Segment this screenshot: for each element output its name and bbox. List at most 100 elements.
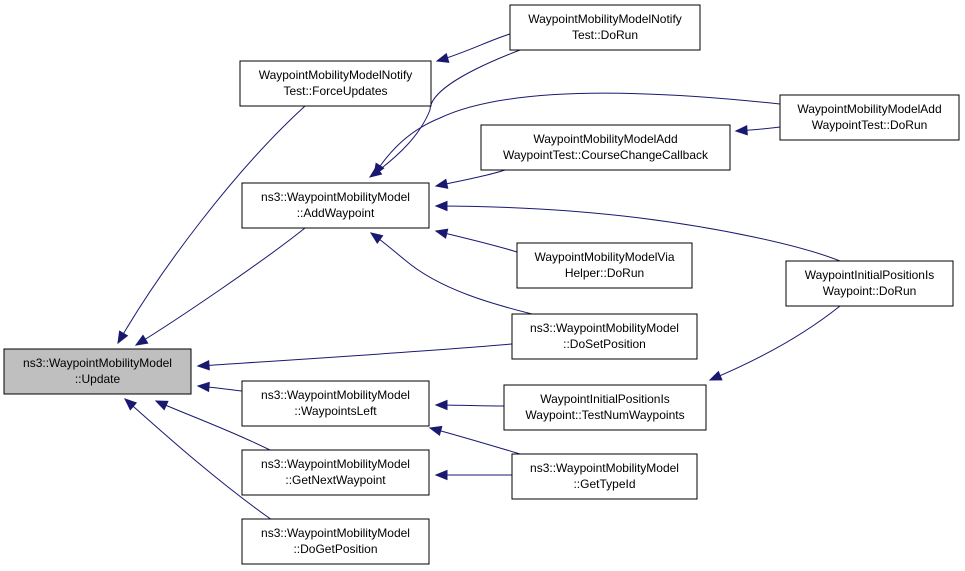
edge-arrowhead	[434, 399, 448, 411]
edge-line	[435, 230, 518, 253]
edges-layer	[117, 33, 841, 521]
edge-arrowhead	[708, 370, 723, 381]
node-gettypeid[interactable]: ns3::WaypointMobilityModel::GetTypeId	[511, 453, 698, 500]
edge-arrowhead	[428, 425, 443, 437]
node-testnumwaypoints[interactable]: WaypointInitialPositionIsWaypoint::TestN…	[503, 384, 707, 431]
node-label-line-1: WaypointInitialPositionIs	[805, 268, 935, 282]
node-label-line-2: WaypointTest::CourseChangeCallback	[503, 148, 709, 162]
edge-line	[197, 343, 513, 367]
node-box	[516, 242, 693, 289]
edge-adddorun-to-coursechange	[734, 125, 781, 136]
node-label-line-2: ::DoGetPosition	[293, 542, 377, 556]
node-label-line-2: ::DoSetPosition	[563, 337, 646, 351]
node-coursechangecallback[interactable]: WaypointMobilityModelAddWaypointTest::Co…	[480, 124, 731, 171]
edge-viahelper-to-addwaypoint	[434, 228, 518, 253]
edge-line	[369, 49, 521, 178]
edge-arrowhead	[435, 52, 450, 63]
edge-coursechange-to-addwaypoint	[434, 169, 506, 189]
edge-line	[117, 105, 306, 344]
node-waypointsleft[interactable]: ns3::WaypointMobilityModel::WaypointsLef…	[241, 380, 430, 427]
node-label-line-1: WaypointMobilityModelAdd	[797, 102, 941, 116]
node-box	[3, 348, 192, 395]
edge-gettypeid-to-waypointsleft	[428, 425, 521, 455]
edge-arrowhead	[373, 162, 385, 177]
edge-arrowhead	[734, 125, 748, 136]
edge-initdorun-to-testnumwaypoints	[708, 305, 841, 381]
edge-line	[373, 92, 781, 176]
node-label-line-2: Test::DoRun	[572, 28, 638, 42]
node-box	[779, 94, 960, 141]
node-box	[241, 380, 430, 427]
edge-arrowhead	[434, 200, 448, 212]
node-label-line-2: ::WaypointsLeft	[294, 404, 377, 418]
nodes-layer: ns3::WaypointMobilityModel::UpdateWaypoi…	[3, 4, 960, 565]
edge-line	[709, 305, 841, 381]
edge-line	[436, 33, 511, 62]
node-box	[511, 453, 698, 500]
node-addwaypointtest-dorun[interactable]: WaypointMobilityModelAddWaypointTest::Do…	[779, 94, 960, 141]
node-label-line-1: WaypointMobilityModelAdd	[533, 132, 677, 146]
node-dosetposition[interactable]: ns3::WaypointMobilityModel::DoSetPositio…	[511, 313, 698, 360]
node-box	[480, 124, 731, 171]
node-label-line-1: WaypointInitialPositionIs	[540, 392, 670, 406]
node-label-line-2: ::AddWaypoint	[297, 206, 375, 220]
edge-adddorun-to-addwaypoint	[373, 92, 781, 177]
node-box	[511, 313, 698, 360]
edge-arrowhead	[154, 400, 169, 411]
node-label-line-1: ns3::WaypointMobilityModel	[261, 190, 410, 204]
node-dogetposition[interactable]: ns3::WaypointMobilityModel::DoGetPositio…	[241, 518, 430, 565]
node-label-line-1: ns3::WaypointMobilityModel	[530, 461, 679, 475]
edge-addwaypoint-to-update	[134, 227, 306, 346]
edge-initdorun-to-addwaypoint	[434, 200, 841, 262]
edge-notifydorun-to-forceupdates	[435, 33, 511, 63]
node-forceupdates[interactable]: WaypointMobilityModelNotifyTest::ForceUp…	[239, 60, 432, 107]
edge-arrowhead	[434, 228, 449, 239]
node-box	[241, 518, 430, 565]
node-label-line-1: ns3::WaypointMobilityModel	[23, 356, 172, 370]
edge-forceupdates-to-update	[117, 105, 306, 345]
node-label-line-1: ns3::WaypointMobilityModel	[261, 457, 410, 471]
node-box	[785, 260, 954, 307]
node-label-line-2: ::Update	[75, 372, 121, 386]
node-label-line-2: ::GetNextWaypoint	[285, 473, 386, 487]
edge-getnextwaypoint-to-update	[154, 400, 273, 452]
edge-arrowhead	[434, 178, 449, 189]
node-update[interactable]: ns3::WaypointMobilityModel::Update	[3, 348, 192, 395]
edge-line	[429, 427, 521, 455]
edge-line	[370, 232, 541, 317]
edge-dosetposition-to-update	[196, 343, 513, 371]
node-label-line-1: ns3::WaypointMobilityModel	[261, 526, 410, 540]
node-box	[509, 4, 701, 51]
edge-arrowhead	[124, 398, 138, 411]
node-label-line-2: ::GetTypeId	[573, 477, 635, 491]
edge-arrowhead	[134, 334, 149, 346]
edge-line	[124, 398, 273, 521]
node-label-line-1: WaypointMobilityModelNotify	[528, 12, 682, 26]
node-addwaypoint[interactable]: ns3::WaypointMobilityModel::AddWaypoint	[241, 182, 430, 229]
edge-arrowhead	[117, 330, 129, 345]
edge-arrowhead	[196, 381, 210, 393]
node-label-line-2: Waypoint::TestNumWaypoints	[525, 408, 684, 422]
node-label-line-1: ns3::WaypointMobilityModel	[530, 321, 679, 335]
node-getnextwaypoint[interactable]: ns3::WaypointMobilityModel::GetNextWaypo…	[241, 449, 430, 496]
node-label-line-1: WaypointMobilityModelVia	[534, 250, 674, 264]
node-label-line-1: ns3::WaypointMobilityModel	[261, 388, 410, 402]
edge-dosetposition-to-addwaypoint	[369, 232, 541, 317]
edge-arrowhead	[196, 360, 210, 371]
node-box	[239, 60, 432, 107]
edge-line	[135, 227, 306, 346]
node-label-line-2: Test::ForceUpdates	[283, 84, 387, 98]
edge-arrowhead	[434, 469, 448, 481]
node-box	[241, 182, 430, 229]
edge-arrowhead	[369, 232, 384, 244]
edge-dogetposition-to-update	[124, 398, 273, 521]
node-label-line-1: WaypointMobilityModelNotify	[259, 68, 413, 82]
node-box	[503, 384, 707, 431]
edge-line	[435, 205, 841, 262]
node-label-line-2: Waypoint::DoRun	[823, 284, 917, 298]
node-box	[241, 449, 430, 496]
